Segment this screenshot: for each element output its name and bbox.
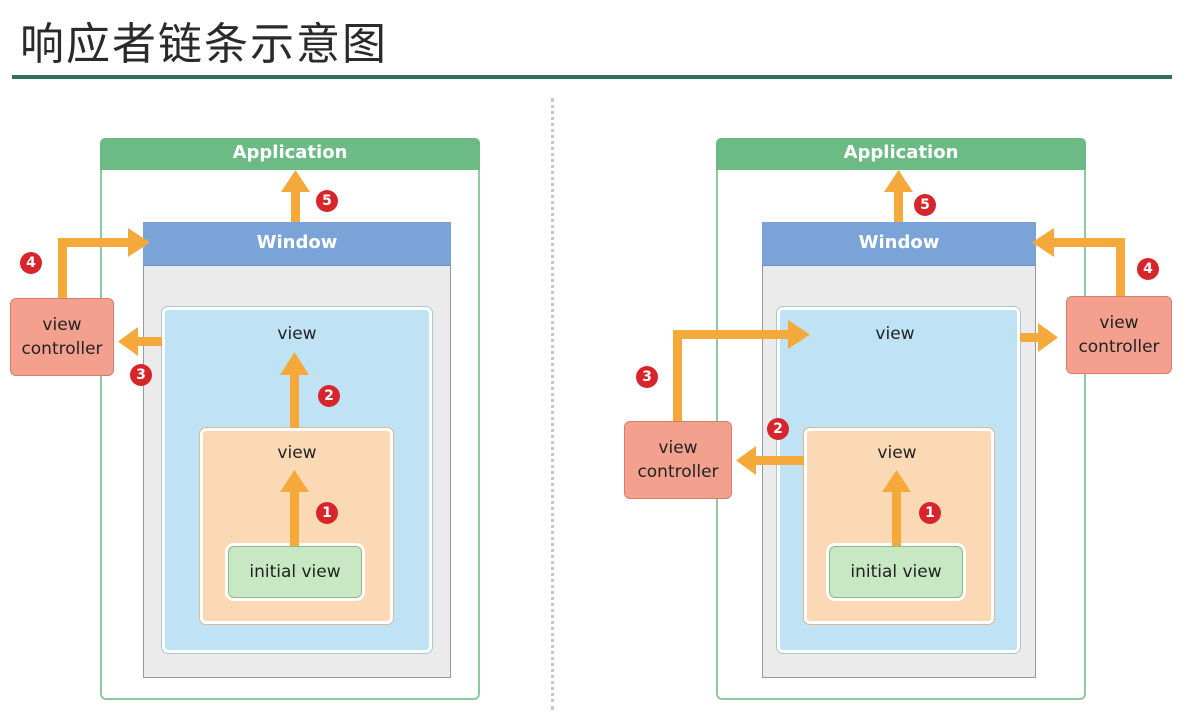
step-badge-5: 5	[316, 190, 338, 212]
arrow-4-head	[1032, 228, 1054, 257]
page-title: 响应者链条示意图	[20, 19, 388, 70]
application-header: Application	[716, 138, 1086, 170]
arrow-5-head	[884, 170, 913, 192]
step-badge-3: 3	[636, 366, 658, 388]
arrow-2-shaft	[752, 456, 804, 465]
arrow-4-shaft-v	[58, 238, 67, 298]
arrow-5-shaft	[894, 190, 903, 222]
title-underline	[12, 75, 1172, 79]
arrow-2-head	[736, 446, 756, 475]
step-badge-4: 4	[1137, 258, 1159, 280]
arrow-4-shaft-h	[1050, 238, 1125, 247]
arrow-3-shaft-h	[673, 330, 791, 339]
step-badge-2: 2	[318, 385, 340, 407]
step-badge-4: 4	[20, 252, 42, 274]
view-controller: view controller	[10, 298, 114, 376]
arrow-3-shaft-v	[673, 330, 682, 421]
left-arrows	[58, 170, 310, 546]
step-badge-1: 1	[316, 502, 338, 524]
arrow-2-shaft	[290, 370, 299, 428]
inner-view-label: view	[877, 443, 917, 463]
panel-divider	[551, 98, 554, 710]
right-diagram: Application Window view view initial vie…	[596, 0, 1196, 716]
arrow-1-head	[882, 470, 911, 492]
window-header: Window	[143, 222, 451, 266]
left-diagram: Application Window view view initial vie…	[10, 138, 480, 700]
arrow-3-head	[118, 327, 138, 356]
step-badge-2: 2	[767, 418, 789, 440]
arrow-1-head	[280, 470, 309, 492]
step-badge-5: 5	[914, 194, 936, 216]
inner-view-label: view	[277, 443, 317, 463]
step-badge-3: 3	[130, 364, 152, 386]
initial-view: initial view	[228, 546, 362, 598]
arrow-4-shaft-h	[58, 238, 132, 247]
arrow-2-head	[280, 352, 309, 375]
arrow-5-head	[281, 170, 310, 192]
arrow-outer-to-vc-shaft	[1020, 333, 1042, 342]
view-controller-view-level: view controller	[624, 421, 732, 499]
arrow-4-head	[128, 228, 150, 257]
arrow-1-shaft	[892, 488, 901, 546]
arrow-1-shaft	[290, 488, 299, 546]
arrow-5-shaft	[291, 190, 300, 222]
arrow-3-head	[788, 320, 810, 349]
application-header: Application	[100, 138, 480, 170]
window-header: Window	[762, 222, 1036, 266]
initial-view: initial view	[829, 546, 963, 598]
step-badge-1: 1	[919, 502, 941, 524]
outer-view-label: view	[875, 324, 915, 344]
outer-view-label: view	[277, 324, 317, 344]
right-arrows	[673, 170, 1125, 546]
view-controller-window-level: view controller	[1066, 296, 1172, 374]
arrow-3-shaft	[134, 337, 162, 346]
arrow-outer-to-vc-head	[1038, 323, 1058, 352]
arrow-4-shaft-v	[1116, 238, 1125, 296]
